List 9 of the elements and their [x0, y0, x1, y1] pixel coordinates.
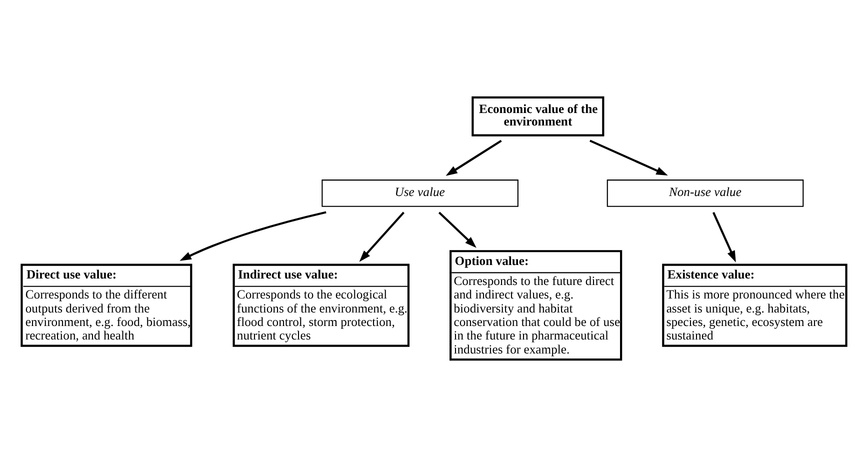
arrow [180, 210, 326, 260]
node-box: Economic value of the environment [472, 96, 604, 136]
arrow [590, 139, 668, 175]
arrow [359, 211, 404, 262]
node-box: Use value [322, 179, 518, 206]
arrow [446, 139, 502, 176]
arrow [438, 211, 476, 248]
arrow [712, 212, 736, 262]
node-box: Non-use value [606, 179, 804, 206]
